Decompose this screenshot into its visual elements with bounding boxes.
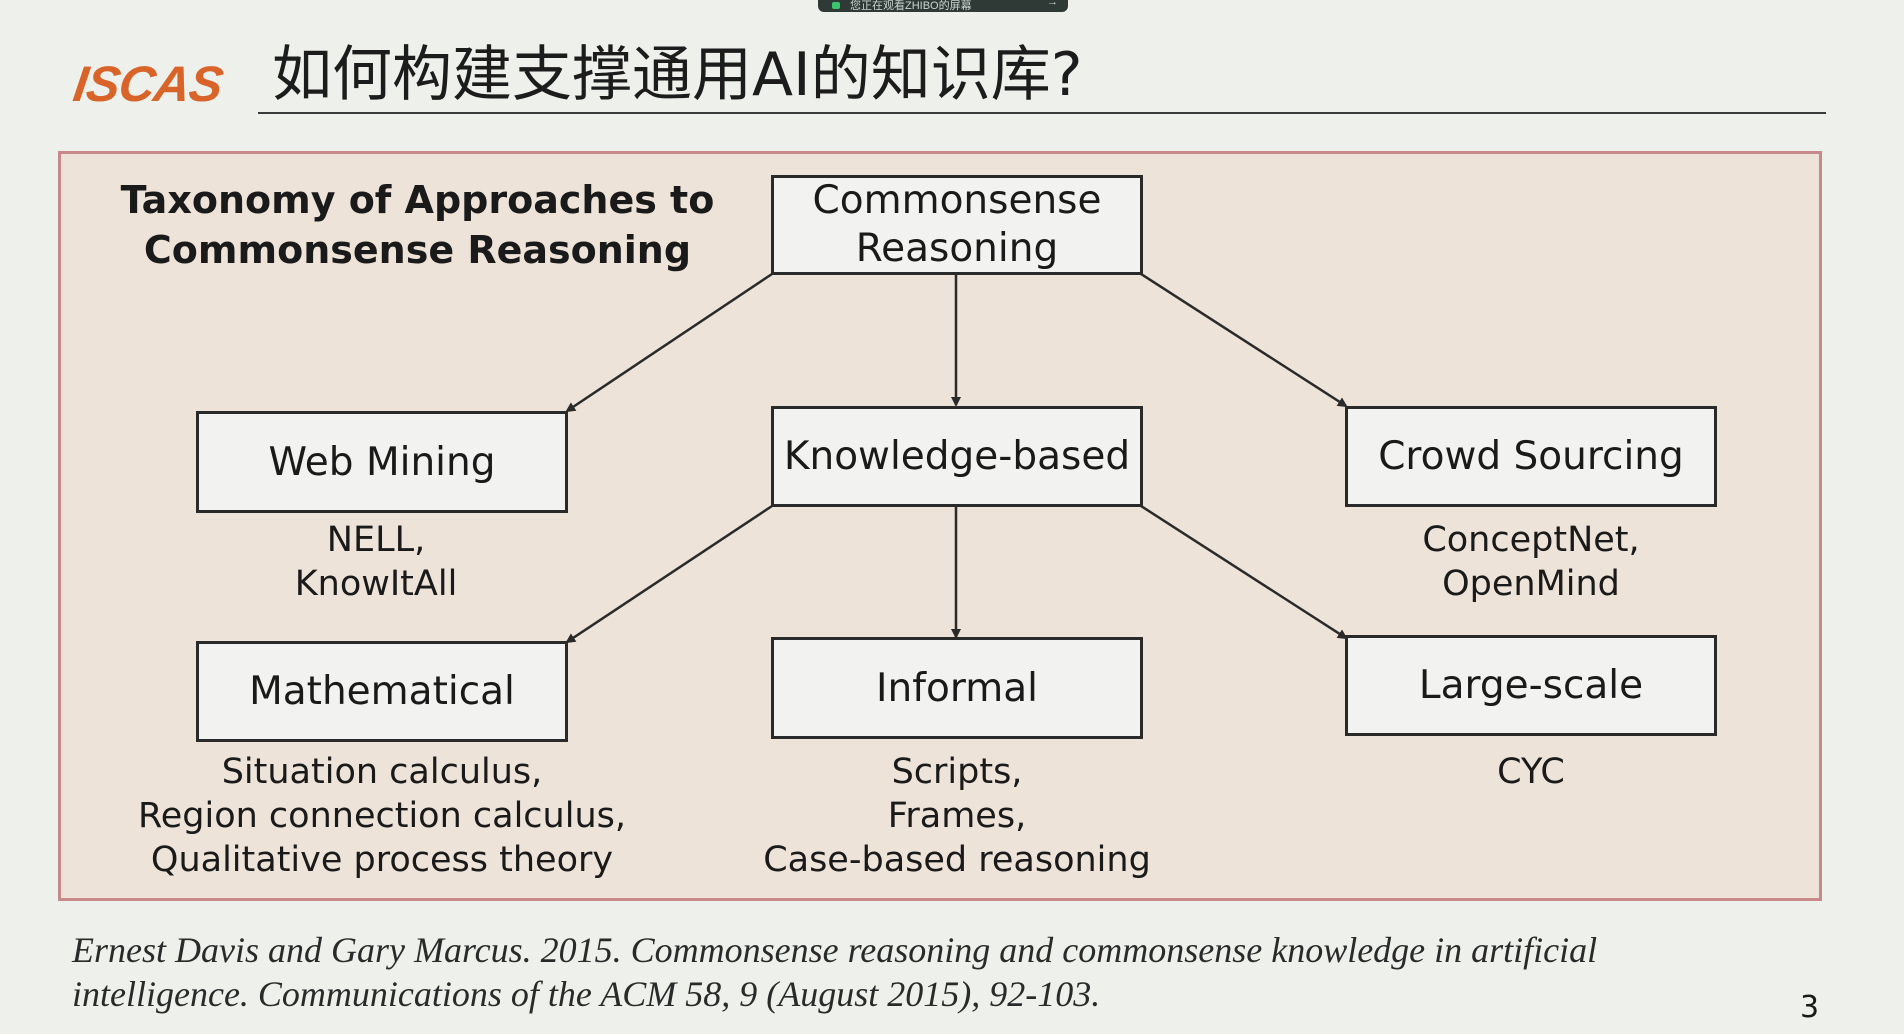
informal-examples: Scripts, Frames, Case-based reasoning bbox=[757, 750, 1157, 882]
edge-knowledge-to-mathematical bbox=[565, 504, 773, 644]
node-informal: Informal bbox=[771, 637, 1143, 739]
citation-line-1: Ernest Davis and Gary Marcus. 2015. Comm… bbox=[72, 930, 1598, 970]
example-line: Qualitative process theory bbox=[150, 840, 614, 880]
node-commonsense-reasoning: Commonsense Reasoning bbox=[771, 175, 1143, 275]
slide-title: 如何构建支撑通用AI的知识库? bbox=[272, 40, 1083, 110]
node-mathematical: Mathematical bbox=[196, 641, 568, 742]
citation: Ernest Davis and Gary Marcus. 2015. Comm… bbox=[72, 928, 1772, 1016]
share-status-icon bbox=[832, 2, 840, 9]
edge-root-to-crowd-sourcing bbox=[1140, 272, 1348, 408]
example-line: ConceptNet, bbox=[1422, 520, 1640, 560]
share-status-text: 您正在观看ZHIBO的屏幕 bbox=[850, 0, 972, 12]
title-underline bbox=[258, 112, 1826, 114]
exit-icon[interactable]: → bbox=[1047, 0, 1058, 8]
edge-root-to-web-mining bbox=[565, 272, 773, 413]
example-line: Scripts, bbox=[891, 752, 1023, 792]
mathematical-examples: Situation calculus, Region connection ca… bbox=[132, 750, 632, 882]
example-line: KnowItAll bbox=[294, 564, 458, 604]
crowd-sourcing-examples: ConceptNet, OpenMind bbox=[1345, 518, 1717, 606]
example-line: Region connection calculus, bbox=[137, 796, 627, 836]
page-number: 3 bbox=[1800, 990, 1820, 1025]
edge-knowledge-to-large-scale bbox=[1140, 504, 1348, 640]
example-line: OpenMind bbox=[1442, 564, 1620, 604]
diagram-panel bbox=[58, 151, 1822, 901]
web-mining-examples: NELL, KnowItAll bbox=[200, 518, 552, 606]
screen-share-indicator[interactable]: 您正在观看ZHIBO的屏幕 → bbox=[818, 0, 1068, 12]
citation-line-2: intelligence. Communications of the ACM … bbox=[72, 974, 1101, 1014]
node-crowd-sourcing: Crowd Sourcing bbox=[1345, 406, 1717, 507]
diagram-heading: Taxonomy of Approaches to Commonsense Re… bbox=[120, 178, 715, 272]
node-web-mining: Web Mining bbox=[196, 411, 568, 513]
example-line: Frames, bbox=[887, 796, 1027, 836]
example-line: CYC bbox=[1497, 752, 1565, 792]
example-line: NELL, bbox=[326, 520, 426, 560]
node-knowledge-based: Knowledge-based bbox=[771, 406, 1143, 507]
example-line: Case-based reasoning bbox=[763, 840, 1151, 880]
example-line: Situation calculus, bbox=[221, 752, 543, 792]
node-large-scale: Large-scale bbox=[1345, 635, 1717, 736]
large-scale-examples: CYC bbox=[1345, 750, 1717, 794]
